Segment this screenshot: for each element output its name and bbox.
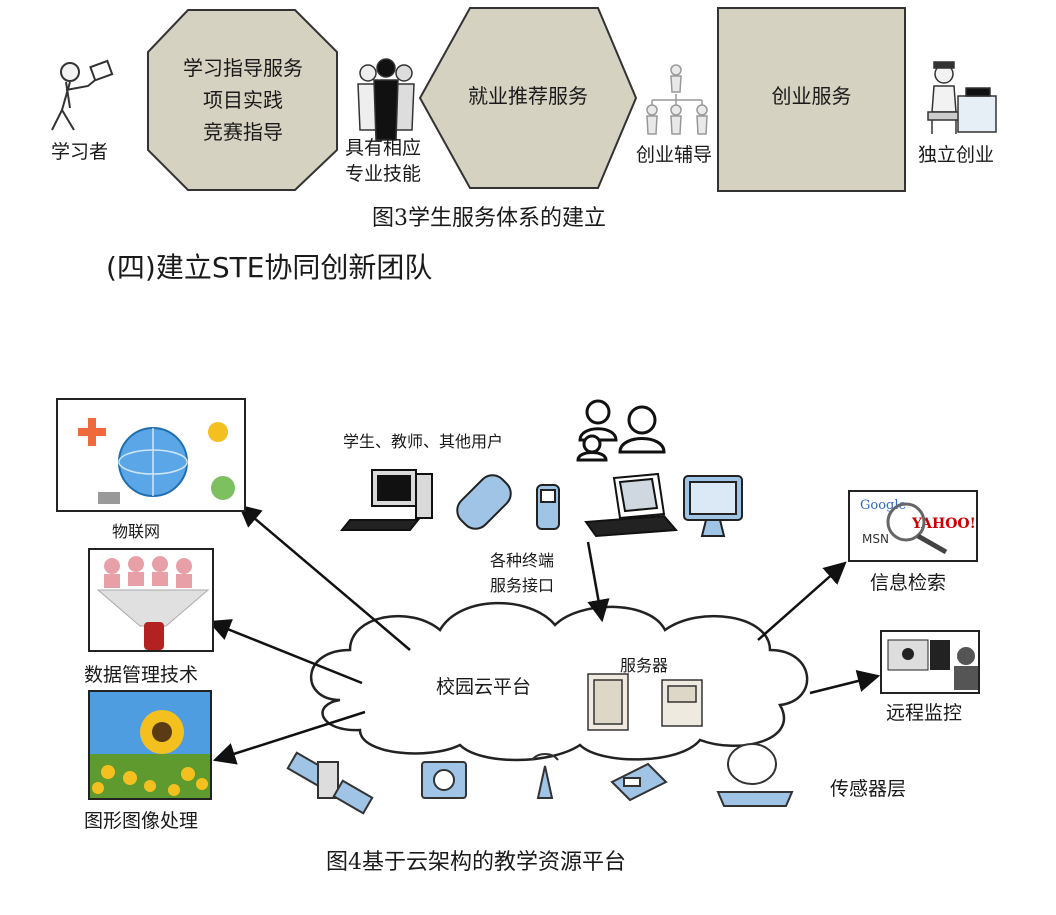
person-on-screen-icon xyxy=(902,648,914,660)
iot-label: 物联网 xyxy=(112,522,161,541)
laptop-icon xyxy=(584,472,679,538)
database-icon xyxy=(144,622,164,650)
arrow-to-image xyxy=(212,710,366,765)
hexagon-label: 就业推荐服务 xyxy=(468,84,588,108)
info-search-label: 信息检索 xyxy=(870,572,947,594)
octagon-line-1: 学习指导服务 xyxy=(183,56,303,80)
startup-service-rect xyxy=(717,7,906,192)
startup-coach-label: 创业辅导 xyxy=(636,144,713,166)
medical-cross-icon xyxy=(78,418,106,446)
terminals-line-1: 各种终端 xyxy=(490,551,555,570)
learner-icon xyxy=(51,59,114,131)
independent-business-icon xyxy=(927,61,997,134)
independent-label: 独立创业 xyxy=(918,144,995,166)
section-heading: (四)建立STE协同创新团队 xyxy=(106,251,433,284)
skilled-people-icon xyxy=(357,58,415,141)
arrow-terminals-to-cloud xyxy=(586,541,610,623)
card-reader-icon xyxy=(610,762,668,802)
arrow-to-iot xyxy=(238,504,411,651)
startup-coach-icon xyxy=(646,64,708,135)
skills-label: 具有相应 专业技能 xyxy=(345,135,421,187)
remote-monitor-picture xyxy=(880,630,980,694)
car-icon xyxy=(208,422,228,442)
startup-service-label: 创业服务 xyxy=(771,84,852,108)
skills-line-1: 具有相应 xyxy=(345,137,422,159)
camera-icon xyxy=(421,761,467,799)
iot-picture xyxy=(56,398,246,512)
yahoo-logo-text: YAHOO! xyxy=(912,516,976,532)
globe-icon xyxy=(118,427,188,497)
data-management-label: 数据管理技术 xyxy=(84,664,199,686)
desktop-computer-icon xyxy=(339,469,433,531)
hexagon-shape xyxy=(418,7,638,189)
tree-icon xyxy=(211,476,235,500)
image-processing-picture xyxy=(88,690,212,800)
arrow-to-monitor xyxy=(809,669,881,695)
figure3-caption: 图3学生服务体系的建立 xyxy=(372,206,606,231)
terminals-label: 各种终端 服务接口 xyxy=(490,548,554,598)
server-icon-1 xyxy=(587,673,629,731)
users-icon xyxy=(576,399,666,462)
figure4-caption: 图4基于云架构的教学资源平台 xyxy=(326,850,626,875)
remote-monitor-label: 远程监控 xyxy=(886,702,963,724)
arrow-to-data xyxy=(207,619,363,685)
terminals-line-2: 服务接口 xyxy=(490,576,555,595)
image-processing-label: 图形图像处理 xyxy=(84,810,199,832)
msn-logo-text: MSN xyxy=(862,532,889,546)
operator-icon xyxy=(957,647,975,665)
people-icons xyxy=(104,556,192,588)
campus-cloud-label: 校园云平台 xyxy=(436,676,532,698)
data-management-picture xyxy=(88,548,214,652)
skills-line-2: 专业技能 xyxy=(345,163,422,185)
octagon-line-2: 项目实践 xyxy=(203,88,283,112)
radar-icon xyxy=(716,743,794,807)
server-label: 服务器 xyxy=(620,656,669,675)
users-label: 学生、教师、其他用户 xyxy=(343,432,504,451)
antenna-icon xyxy=(531,753,559,799)
monitor-icon xyxy=(683,475,743,537)
cell-phone-icon xyxy=(536,484,560,530)
server-icon-2 xyxy=(661,679,703,727)
sunflower-icon xyxy=(140,710,184,754)
mobile-phone-icon xyxy=(456,474,512,530)
satellite-icon xyxy=(286,751,374,815)
sensor-layer-label: 传感器层 xyxy=(830,778,907,800)
campus-cloud-shape xyxy=(310,601,809,762)
octagon-text: 学习指导服务 项目实践 竞赛指导 xyxy=(150,52,336,148)
octagon-line-3: 竞赛指导 xyxy=(203,120,283,144)
info-search-picture: Google YAHOO! MSN xyxy=(848,490,978,562)
arrow-to-search xyxy=(757,561,847,641)
octagon-shape xyxy=(147,9,338,191)
learner-label: 学习者 xyxy=(51,141,109,163)
magnifier-icon xyxy=(886,502,926,542)
